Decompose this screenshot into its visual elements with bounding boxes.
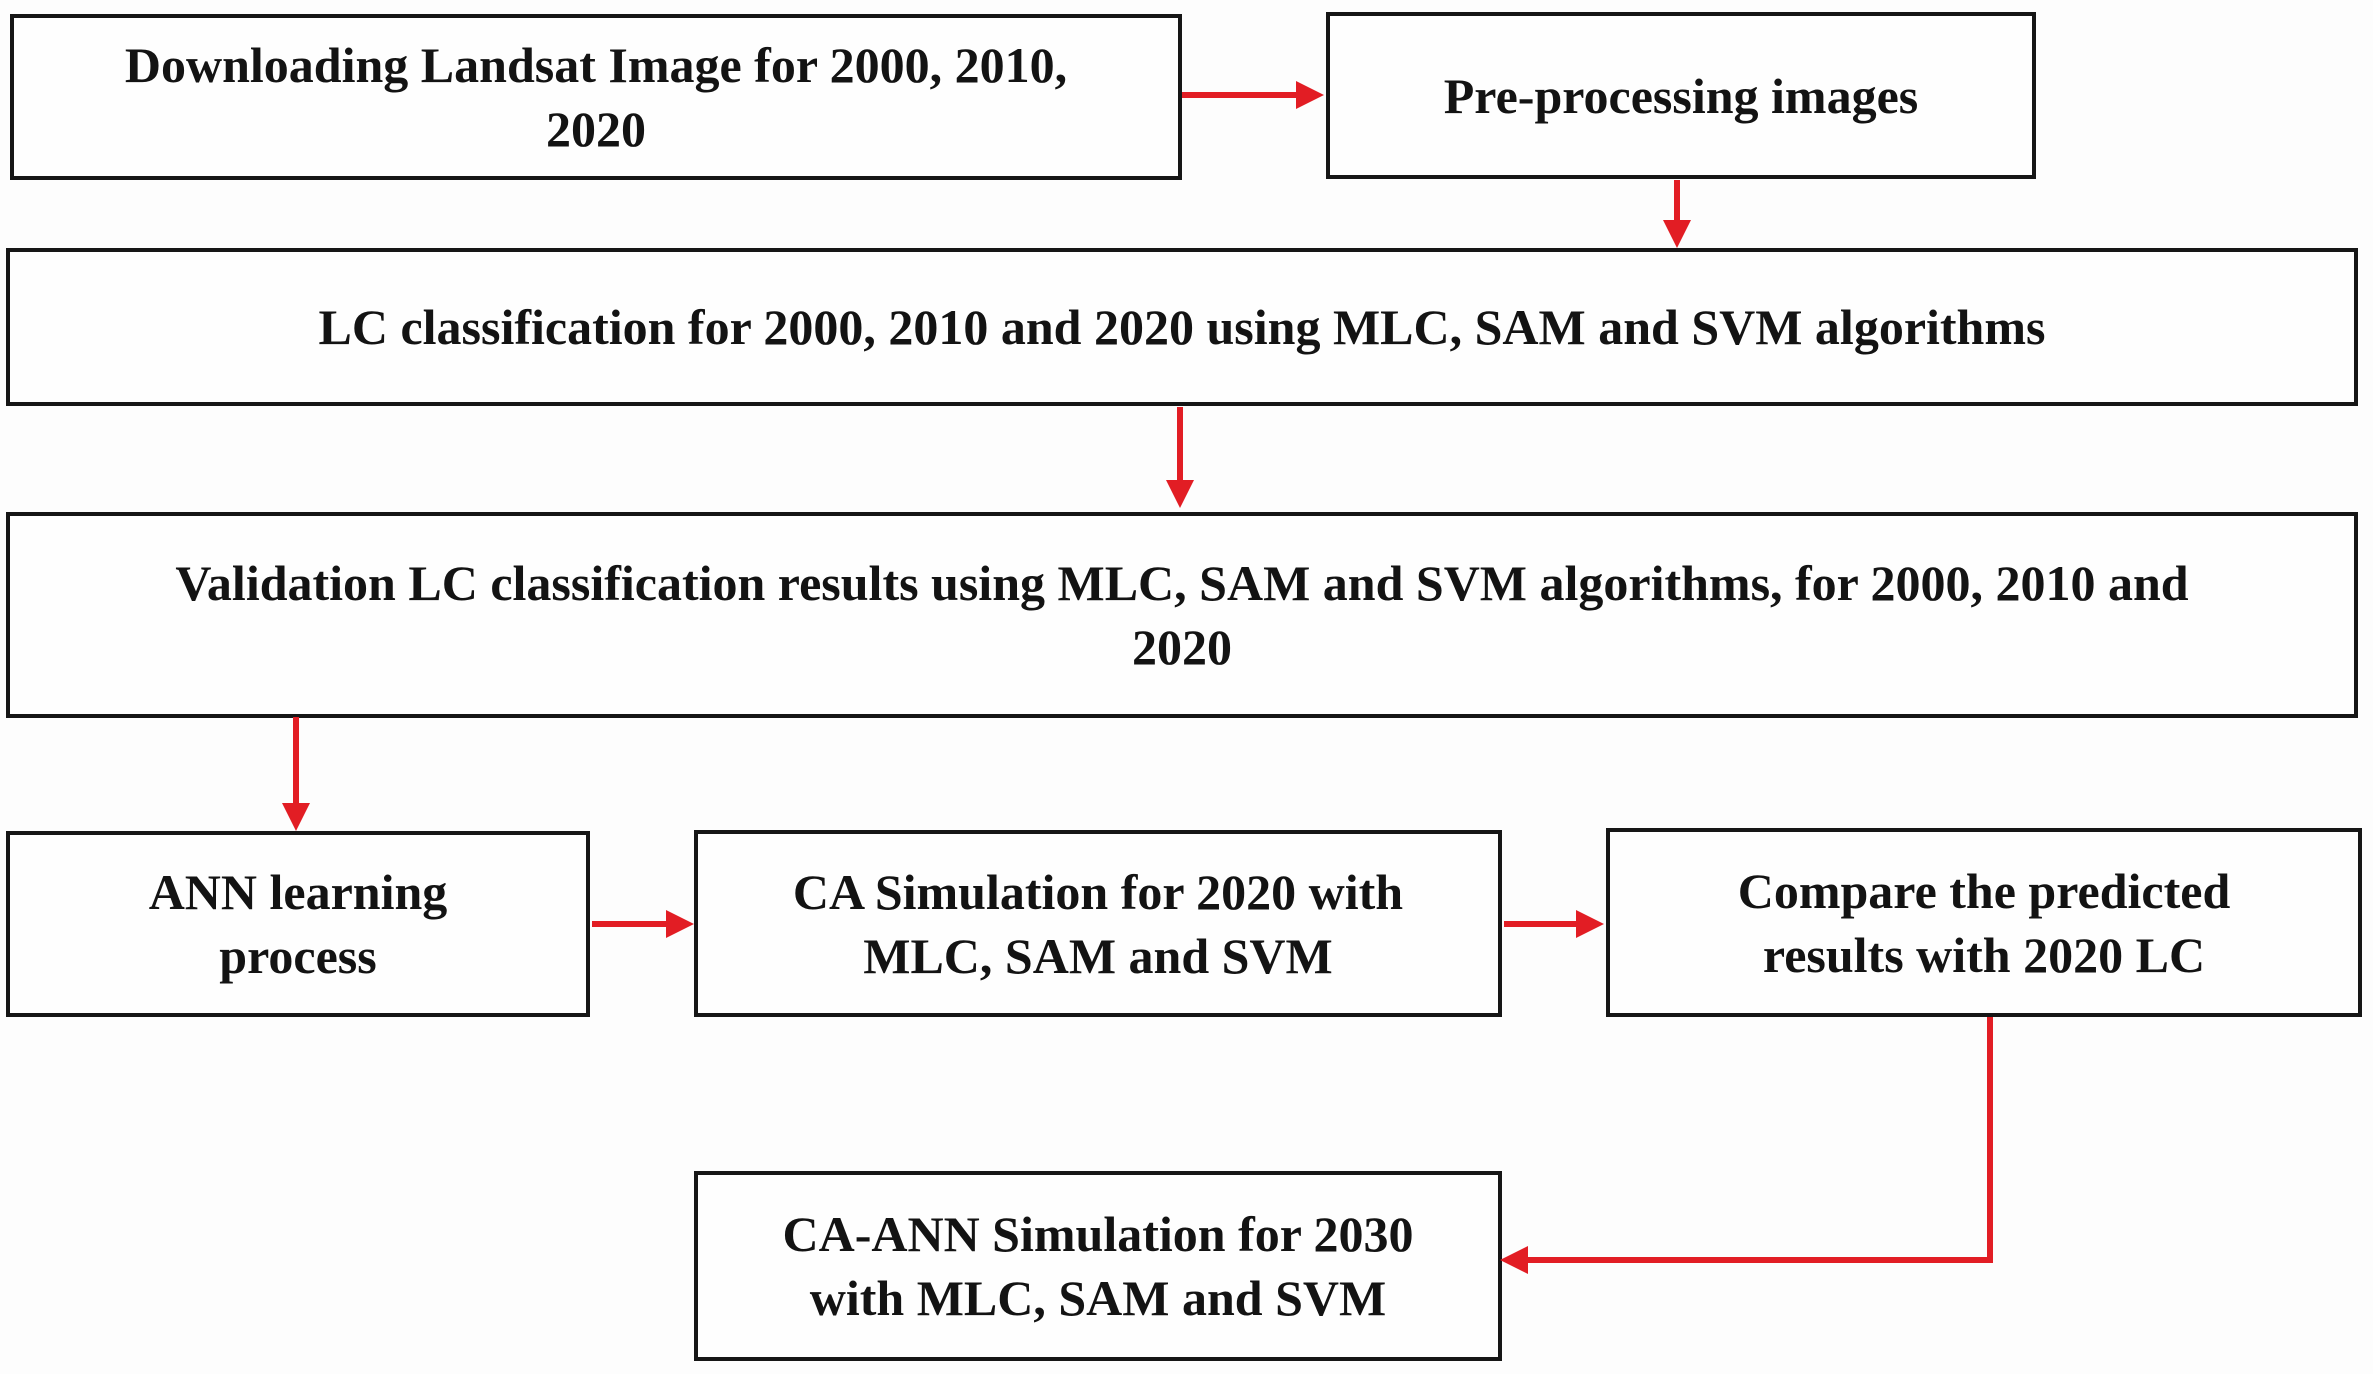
node-label: Validation LC classification results usi…: [175, 555, 2189, 675]
node-label: ANN learning process: [148, 864, 448, 984]
node-ca-simulation-2020: CA Simulation for 2020 with MLC, SAM and…: [694, 830, 1502, 1017]
arrow-line: [1182, 92, 1298, 98]
node-download-landsat: Downloading Landsat Image for 2000, 2010…: [10, 14, 1182, 180]
arrowhead-right-icon: [666, 910, 694, 938]
node-label: CA-ANN Simulation for 2030 with MLC, SAM…: [782, 1206, 1414, 1326]
arrowhead-down-icon: [1166, 480, 1194, 508]
arrowhead-right-icon: [1296, 81, 1324, 109]
node-ca-ann-simulation-2030: CA-ANN Simulation for 2030 with MLC, SAM…: [694, 1171, 1502, 1361]
arrow-line: [1504, 921, 1578, 927]
arrow-line-vertical: [1987, 1017, 1993, 1263]
node-ann-learning: ANN learning process: [6, 831, 590, 1017]
node-label: Compare the predicted results with 2020 …: [1737, 862, 2231, 983]
node-label: Downloading Landsat Image for 2000, 2010…: [124, 37, 1068, 157]
arrow-line: [1674, 180, 1680, 222]
arrow-line-horizontal: [1526, 1257, 1993, 1263]
arrowhead-down-icon: [1663, 220, 1691, 248]
node-label: CA Simulation for 2020 with MLC, SAM and…: [792, 863, 1404, 984]
arrow-line: [592, 921, 668, 927]
arrowhead-right-icon: [1576, 910, 1604, 938]
node-label: LC classification for 2000, 2010 and 202…: [318, 299, 2046, 355]
node-compare-results: Compare the predicted results with 2020 …: [1606, 828, 2362, 1017]
arrowhead-down-icon: [282, 803, 310, 831]
arrowhead-left-icon: [1500, 1246, 1528, 1274]
arrow-line: [293, 717, 299, 805]
arrow-line: [1177, 407, 1183, 482]
node-label: Pre-processing images: [1443, 67, 1919, 124]
node-preprocessing: Pre-processing images: [1326, 12, 2036, 179]
node-validation: Validation LC classification results usi…: [6, 512, 2358, 718]
node-lc-classification: LC classification for 2000, 2010 and 202…: [6, 248, 2358, 406]
